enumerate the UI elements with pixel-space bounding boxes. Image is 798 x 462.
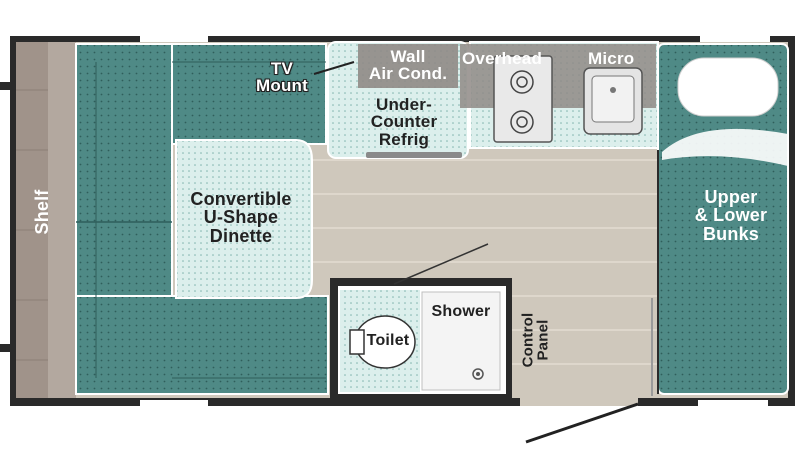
tv-mount-label: TV Mount bbox=[256, 59, 308, 96]
shelf-grain bbox=[16, 89, 48, 361]
overhead-label: Overhead bbox=[462, 49, 543, 68]
hitch-stub-top bbox=[0, 82, 12, 90]
window-top-left bbox=[140, 36, 208, 42]
micro-label: Micro bbox=[588, 49, 635, 68]
shower-drain-icon bbox=[472, 368, 484, 380]
dinette-back-cushion-bottom bbox=[75, 295, 329, 395]
tv-mount-indicator bbox=[313, 61, 355, 75]
floor-planks bbox=[300, 159, 660, 365]
bunks-label: Upper & Lower Bunks bbox=[694, 187, 768, 244]
shower-label: Shower bbox=[431, 303, 491, 320]
under-counter-refrig-label: Under- Counter Refrig bbox=[370, 95, 438, 149]
wall-ac-label: Wall Air Cond. bbox=[368, 47, 448, 84]
window-top-right bbox=[700, 36, 770, 42]
shower-pan bbox=[421, 291, 501, 391]
window-bottom bbox=[140, 400, 208, 406]
dinette-label: Convertible U-Shape Dinette bbox=[190, 189, 292, 246]
toilet-tank-icon bbox=[349, 329, 365, 355]
shelf bbox=[16, 42, 48, 398]
wall-ac-unit bbox=[358, 44, 458, 88]
sink-drain-icon bbox=[610, 87, 616, 93]
entry-door-gap bbox=[520, 398, 638, 406]
bathroom-door-swing bbox=[393, 243, 489, 285]
burner-icon bbox=[510, 70, 534, 134]
control-panel-label: Control Panel bbox=[519, 312, 552, 368]
window-bottom-right bbox=[698, 400, 768, 406]
toilet-label: Toilet bbox=[366, 332, 410, 349]
dinette-table bbox=[175, 139, 313, 299]
refrigerator-handle bbox=[366, 152, 462, 158]
shelf-label: Shelf bbox=[31, 189, 52, 235]
entry-door-swing bbox=[525, 402, 639, 444]
bunk-blanket-fold bbox=[662, 128, 788, 166]
hitch-stub-bottom bbox=[0, 344, 12, 352]
sink-basin bbox=[591, 75, 635, 123]
cooktop bbox=[493, 55, 553, 143]
shelf-inner bbox=[48, 42, 76, 398]
bunk-pillow bbox=[677, 57, 779, 117]
shower-drain-icon bbox=[476, 372, 480, 376]
